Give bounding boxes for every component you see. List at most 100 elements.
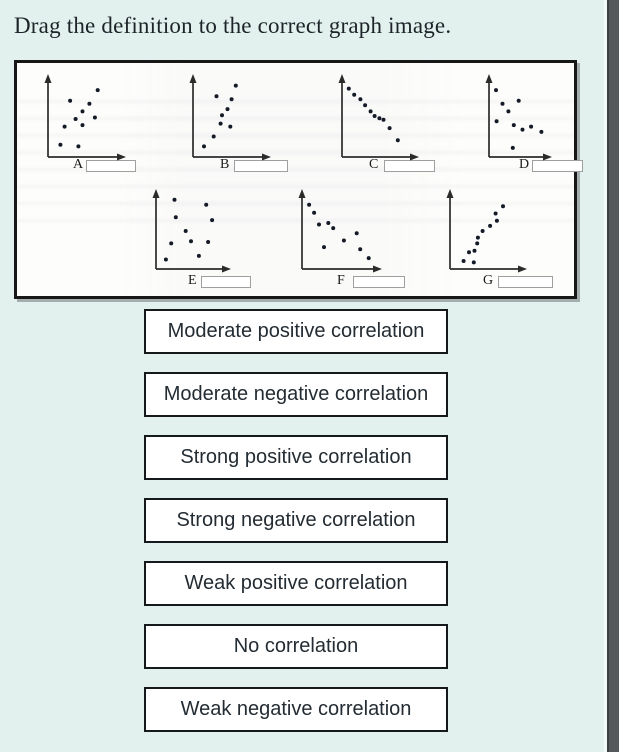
answer-slot-a[interactable]	[86, 160, 136, 172]
graph-f	[298, 189, 382, 273]
graph-e	[152, 189, 231, 273]
definition-card-no-correlation[interactable]: No correlation	[144, 624, 448, 669]
scatter-dot	[467, 250, 471, 255]
scatter-dot	[358, 97, 363, 102]
scatter-dot	[511, 123, 516, 128]
scatter-dot	[80, 123, 85, 128]
scatter-dot	[475, 241, 480, 246]
definition-card-strong-negative[interactable]: Strong negative correlation	[144, 498, 448, 543]
scatter-dot	[218, 121, 223, 126]
scatter-dot	[346, 86, 351, 91]
scatter-dot	[202, 144, 206, 149]
answer-slot-d[interactable]	[532, 160, 583, 172]
definition-card-moderate-negative[interactable]: Moderate negative correlation	[144, 372, 448, 417]
scatter-dot	[331, 226, 336, 231]
scatter-dot	[206, 240, 211, 244]
page-title: Drag the definition to the correct graph…	[14, 13, 452, 38]
scatter-dot	[494, 88, 498, 93]
scatter-dot	[520, 127, 525, 132]
scatter-dot	[229, 97, 234, 102]
scatter-dot	[461, 259, 466, 263]
scatter-dot	[475, 235, 480, 240]
scatter-dot	[204, 202, 209, 207]
graph-letter-d: D	[519, 157, 530, 172]
scatter-dot	[312, 210, 317, 215]
scatter-dot	[80, 109, 85, 114]
scatter-dot	[472, 248, 477, 253]
scatter-dot	[341, 238, 346, 243]
scatter-dot	[210, 218, 215, 223]
scatter-dot	[501, 204, 505, 209]
scatter-dot	[494, 119, 499, 124]
graph-g	[446, 189, 527, 273]
definition-card-strong-positive[interactable]: Strong positive correlation	[144, 435, 448, 480]
scatter-dot	[76, 144, 81, 149]
scatter-dot	[169, 241, 174, 246]
definition-card-weak-negative[interactable]: Weak negative correlation	[144, 687, 448, 732]
graph-letter-c: C	[369, 157, 379, 172]
scatter-dot	[95, 88, 100, 93]
graph-letter-e: E	[188, 273, 197, 288]
scatter-dot	[366, 256, 371, 261]
scatter-dot	[225, 107, 230, 112]
scatter-dot	[317, 222, 321, 227]
answer-slot-c[interactable]	[384, 160, 435, 172]
graph-b	[189, 74, 271, 161]
scatter-dot	[233, 83, 238, 88]
scatter-dot	[163, 257, 168, 262]
scatter-dot	[372, 114, 377, 118]
graph-c	[338, 74, 419, 161]
scatter-dot	[539, 129, 544, 134]
scatter-dot	[471, 260, 476, 265]
scrollbar-track-edge	[604, 0, 607, 752]
scatter-dot	[68, 98, 73, 103]
scatter-dot	[516, 98, 521, 103]
scatter-dot	[87, 101, 92, 106]
scrollbar[interactable]	[607, 0, 619, 752]
scatter-dot	[488, 223, 493, 228]
scatter-dot	[387, 126, 392, 131]
scatter-dot	[92, 115, 97, 120]
scatter-dot	[189, 239, 193, 244]
scatter-dot	[58, 142, 63, 147]
scatter-dot	[211, 134, 216, 139]
scatter-dot	[62, 124, 67, 129]
scatter-dot	[228, 124, 233, 129]
scatter-dot	[183, 229, 188, 233]
scatter-dot	[322, 245, 326, 250]
graph-letter-f: F	[337, 273, 345, 288]
answer-slot-b[interactable]	[234, 160, 288, 172]
graph-letter-g: G	[483, 273, 494, 288]
scatter-dot	[172, 197, 177, 202]
scatter-dot	[395, 138, 400, 143]
scatter-dot	[368, 109, 373, 114]
scatter-dot	[480, 229, 485, 233]
graph-d	[485, 74, 552, 161]
definition-card-weak-positive[interactable]: Weak positive correlation	[144, 561, 448, 606]
scatter-dot	[214, 94, 219, 99]
scatter-dot	[196, 253, 201, 258]
answer-slot-g[interactable]	[498, 276, 553, 288]
scatter-dot	[506, 109, 511, 114]
answer-slot-e[interactable]	[201, 276, 251, 288]
scatter-dot	[510, 145, 515, 150]
scatter-dot	[352, 92, 357, 97]
scatter-dot	[381, 117, 386, 122]
scatter-dot	[73, 117, 78, 121]
scatter-dot	[307, 202, 312, 207]
scatter-dot	[363, 103, 368, 108]
scatter-dot	[173, 215, 178, 220]
scatter-dot	[493, 211, 498, 216]
answer-slot-f[interactable]	[353, 276, 405, 288]
scatter-dot	[220, 113, 224, 118]
graph-letter-b: B	[220, 157, 230, 172]
scatter-graphs-image	[44, 74, 552, 273]
scatter-dot	[358, 247, 363, 252]
scatter-dot	[326, 221, 331, 225]
scatter-dot	[500, 101, 505, 106]
graph-a	[44, 74, 126, 161]
definition-card-moderate-positive[interactable]: Moderate positive correlation	[144, 309, 448, 354]
